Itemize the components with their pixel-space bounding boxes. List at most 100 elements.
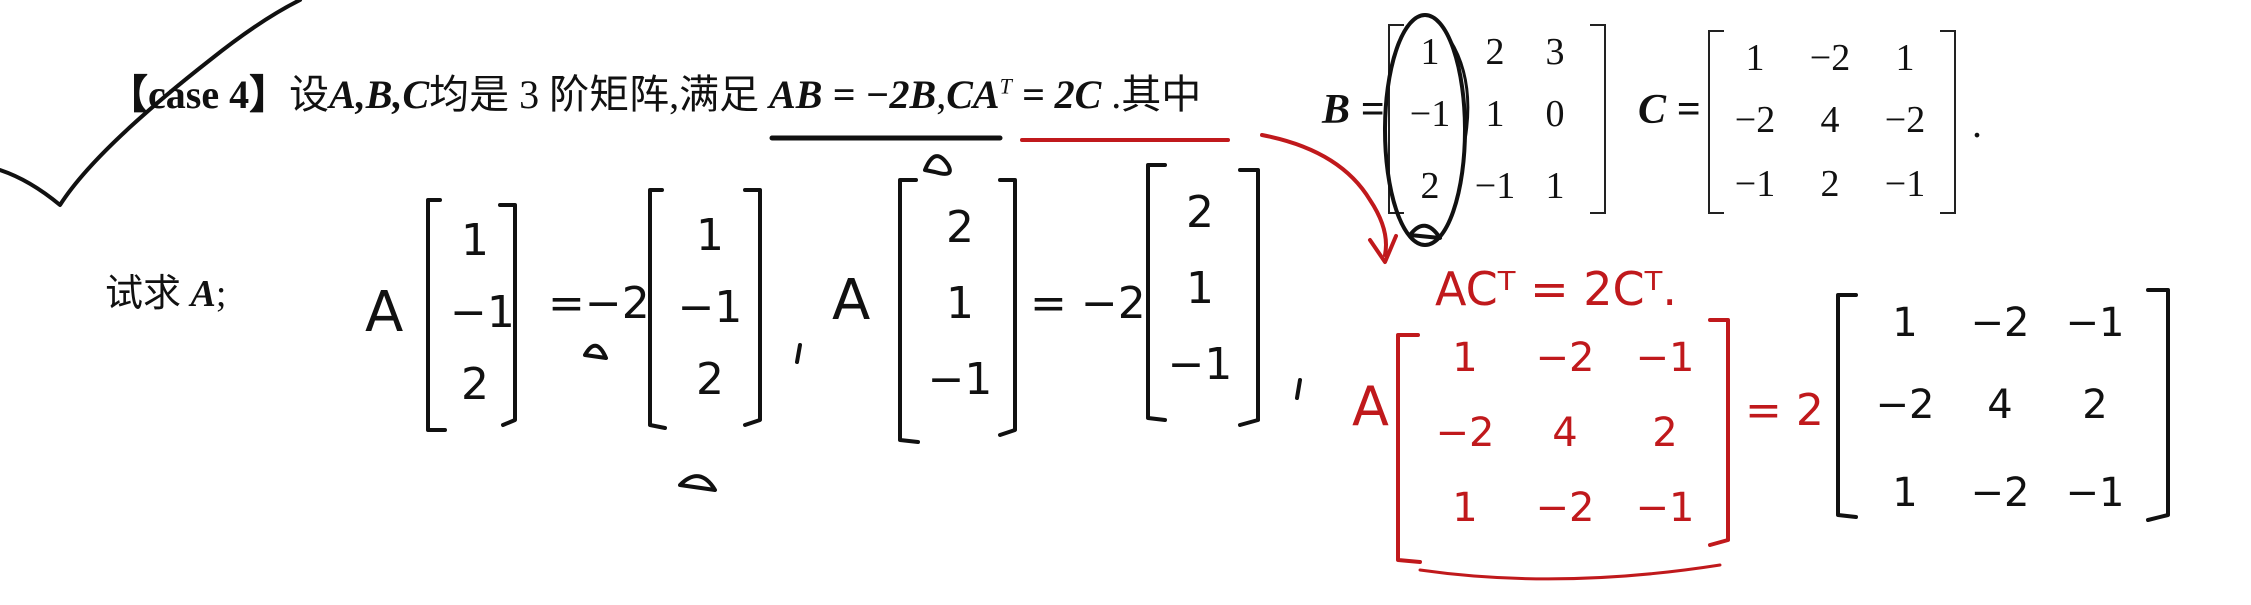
vec-entry: −1 — [450, 287, 515, 338]
column-stroke — [1448, 38, 1470, 142]
red-equals: = 2 — [1745, 385, 1824, 436]
matrix-c-period: . — [1972, 101, 1982, 146]
result-cell: −1 — [2065, 300, 2125, 346]
result-cell: −2 — [1875, 382, 1935, 428]
red-cell: −2 — [1435, 410, 1495, 456]
red-arrow-head — [1368, 234, 1398, 264]
column-circle — [1383, 13, 1467, 247]
matrix-c-cell: −2 — [1809, 37, 1851, 79]
red-title: ACᵀ = 2Cᵀ. — [1435, 262, 1677, 316]
vec-bracket — [898, 178, 920, 444]
vec-entry: −1 — [927, 354, 993, 405]
red-cell: −2 — [1535, 335, 1595, 381]
vec-entry: 1 — [696, 210, 724, 261]
result-cell: 4 — [1987, 382, 2013, 428]
result-cell: −2 — [1970, 470, 2030, 516]
matrix-b: 1 2 3 −1 1 0 2 −1 1 — [1400, 24, 1590, 210]
result-cell: 1 — [1892, 470, 1918, 516]
hand-equals: = −2 — [1030, 278, 1146, 329]
matrix-c-right-bracket — [1940, 30, 1956, 214]
hand-A: A — [832, 268, 871, 333]
vec-bracket — [998, 178, 1017, 437]
find-text: 试求 — [105, 273, 182, 315]
problem-statement-line2: 试求 A; — [105, 262, 226, 317]
matrix-c-cell: −2 — [1734, 99, 1776, 141]
matrix-b-right-bracket — [1590, 24, 1606, 214]
vars-text: A,B,C — [329, 72, 430, 117]
red-A: A — [1352, 375, 1389, 438]
vec-entry: 2 — [1186, 187, 1214, 238]
triangle-mark — [923, 154, 952, 176]
red-cell: 4 — [1552, 410, 1578, 456]
vec-entry: 1 — [946, 278, 974, 329]
vec-entry: 1 — [461, 215, 489, 266]
result-cell: 1 — [1892, 300, 1918, 346]
vec-bracket — [1238, 168, 1260, 427]
matrix-c-cell: −1 — [1734, 163, 1776, 205]
matrix-b-cell: 2 — [1420, 165, 1440, 207]
comma-stroke — [1295, 378, 1302, 400]
matrix-b-cell: 1 — [1420, 31, 1440, 73]
matrix-b-cell: 0 — [1545, 93, 1565, 135]
matrix-c-left-bracket — [1708, 30, 1724, 214]
find-var: A — [190, 273, 216, 315]
matrix-c-cell: 1 — [1745, 37, 1765, 79]
vec-bracket — [426, 198, 447, 432]
transpose-sup: T — [999, 73, 1012, 99]
matrix-c-cell: −2 — [1884, 99, 1926, 141]
matrix-b-cell: 1 — [1545, 165, 1565, 207]
red-bracket — [1708, 318, 1730, 547]
red-cell: 1 — [1452, 485, 1478, 531]
result-cell: −1 — [2065, 470, 2125, 516]
matrix-c: 1 −2 1 −2 4 −2 −1 2 −1 — [1720, 30, 1940, 210]
triangle-mark — [583, 343, 608, 360]
hand-equals: =−2 — [548, 278, 650, 329]
result-cell: −2 — [1970, 300, 2030, 346]
case-label: 【case 4】 — [108, 72, 290, 117]
hand-vector: 2 1 −1 — [925, 190, 995, 418]
hand-vector: 2 1 −1 — [1165, 175, 1235, 403]
hand-vector: 1 −1 2 — [675, 200, 745, 416]
where-text: .其中 — [1111, 72, 1202, 117]
red-cell: −1 — [1635, 485, 1695, 531]
check-mark-stroke — [0, 0, 302, 207]
vec-entry: 2 — [946, 202, 974, 253]
matrix-b-cell: 2 — [1485, 31, 1505, 73]
red-cell: 1 — [1452, 335, 1478, 381]
equation-ab: AB = −2B — [769, 72, 937, 117]
red-cell: 2 — [1652, 410, 1678, 456]
problem-statement-line1: 【case 4】设A,B,C均是 3 阶矩阵,满足 AB = −2B,CAT =… — [108, 62, 1201, 120]
matrix-c-cell: 1 — [1895, 37, 1915, 79]
equation-ca-rhs: = 2C — [1011, 72, 1102, 117]
vec-entry: −1 — [1167, 339, 1233, 390]
result-cell: 2 — [2082, 382, 2108, 428]
comma: , — [936, 72, 947, 117]
red-arrow — [1260, 133, 1388, 257]
equation-ca-lhs: CA — [946, 72, 1000, 117]
matrix-c-cell: 4 — [1820, 99, 1840, 141]
intro-text: 设 — [289, 72, 330, 117]
vec-bracket — [743, 188, 762, 427]
matrix-b-cell: −1 — [1474, 165, 1516, 207]
condition-text: 均是 3 阶矩阵,满足 — [429, 72, 760, 117]
result-bracket — [1836, 293, 1858, 519]
matrix-b-cell: 3 — [1545, 31, 1565, 73]
result-bracket — [2146, 288, 2170, 522]
vec-bracket — [1146, 163, 1167, 422]
matrix-b-cell: −1 — [1409, 93, 1451, 135]
matrix-c-cell: 2 — [1820, 163, 1840, 205]
comma-stroke — [795, 343, 802, 364]
hand-vector: 1 −1 2 — [450, 205, 515, 421]
triangle-mark — [1408, 223, 1442, 240]
vec-bracket — [648, 188, 667, 430]
hand-A: A — [365, 280, 404, 345]
matrix-b-label: B = — [1322, 87, 1385, 133]
red-underline — [1418, 563, 1722, 581]
vec-entry: 2 — [696, 354, 724, 405]
red-cell: −2 — [1535, 485, 1595, 531]
matrix-b-cell: 1 — [1485, 93, 1505, 135]
vec-entry: −1 — [677, 282, 743, 333]
vec-entry: 1 — [1186, 263, 1214, 314]
vec-entry: 2 — [461, 359, 489, 410]
